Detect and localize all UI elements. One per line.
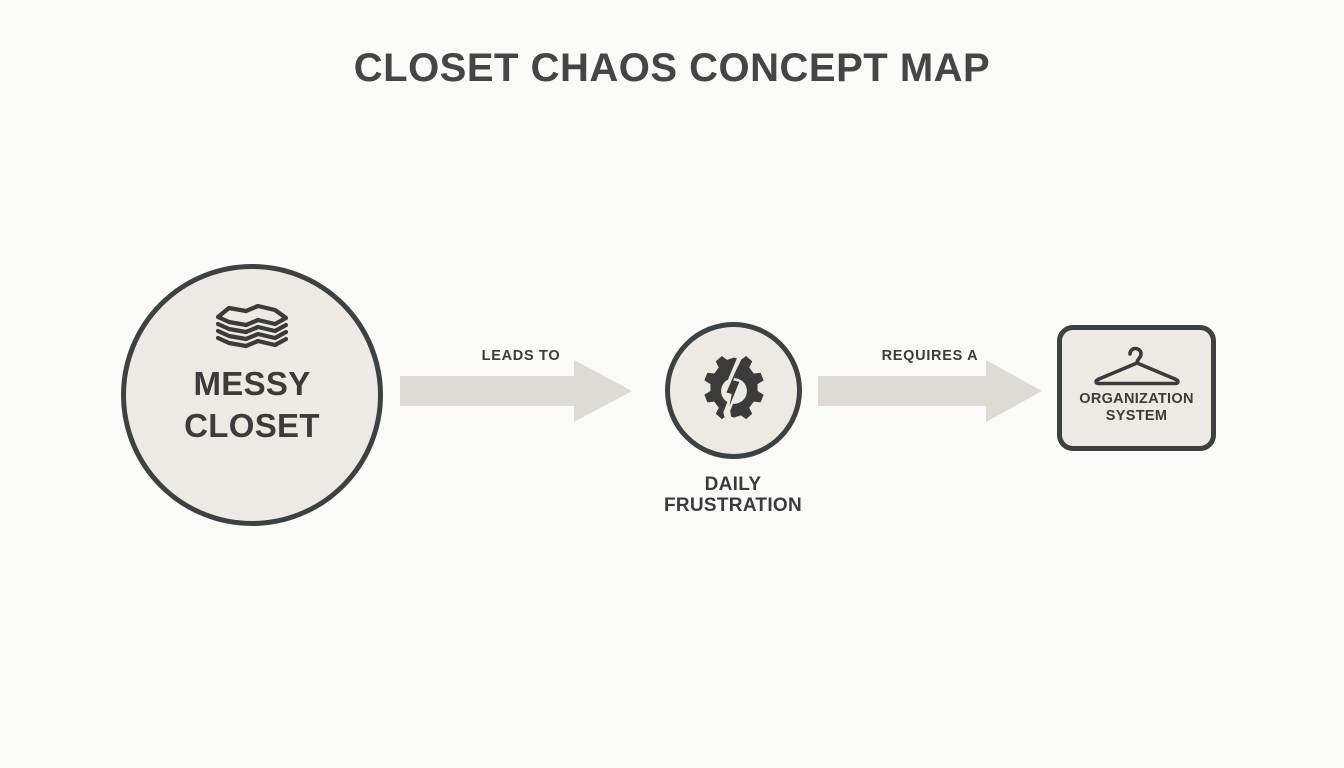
clothes-hanger-icon <box>1093 346 1180 386</box>
node-organization-system[interactable]: ORGANIZATION SYSTEM <box>1057 325 1216 451</box>
folded-clothes-stack-icon <box>215 303 289 349</box>
page-title: CLOSET CHAOS CONCEPT MAP <box>353 46 991 90</box>
node-label-line: ORGANIZATION <box>1079 391 1194 407</box>
connector-arrow-requires-a <box>818 360 1042 427</box>
node-label-line: DAILY <box>704 474 762 495</box>
node-label-line: SYSTEM <box>1105 408 1168 424</box>
broken-gear-icon <box>703 355 764 419</box>
node-label-line: FRUSTRATION <box>663 495 803 516</box>
connector-label-leads-to: LEADS TO <box>481 348 561 364</box>
node-daily-frustration[interactable] <box>665 322 802 459</box>
block-arrow-right-icon <box>818 360 1042 422</box>
node-daily-frustration-label: DAILY FRUSTRATION <box>623 474 843 516</box>
connector-arrow-leads-to <box>400 360 632 427</box>
connector-label-requires-a: REQUIRES A <box>881 348 979 364</box>
node-messy-closet[interactable]: MESSY CLOSET <box>121 264 383 526</box>
node-messy-closet-label: MESSY CLOSET <box>184 363 320 447</box>
clothes-hanger-icon-wrap <box>1091 346 1183 386</box>
node-label-line: CLOSET <box>184 407 320 444</box>
node-organization-system-label: ORGANIZATION SYSTEM <box>1079 391 1194 425</box>
folded-clothes-stack-icon-wrap <box>213 303 291 349</box>
block-arrow-right-icon <box>400 360 632 422</box>
node-label-line: MESSY <box>193 365 311 402</box>
